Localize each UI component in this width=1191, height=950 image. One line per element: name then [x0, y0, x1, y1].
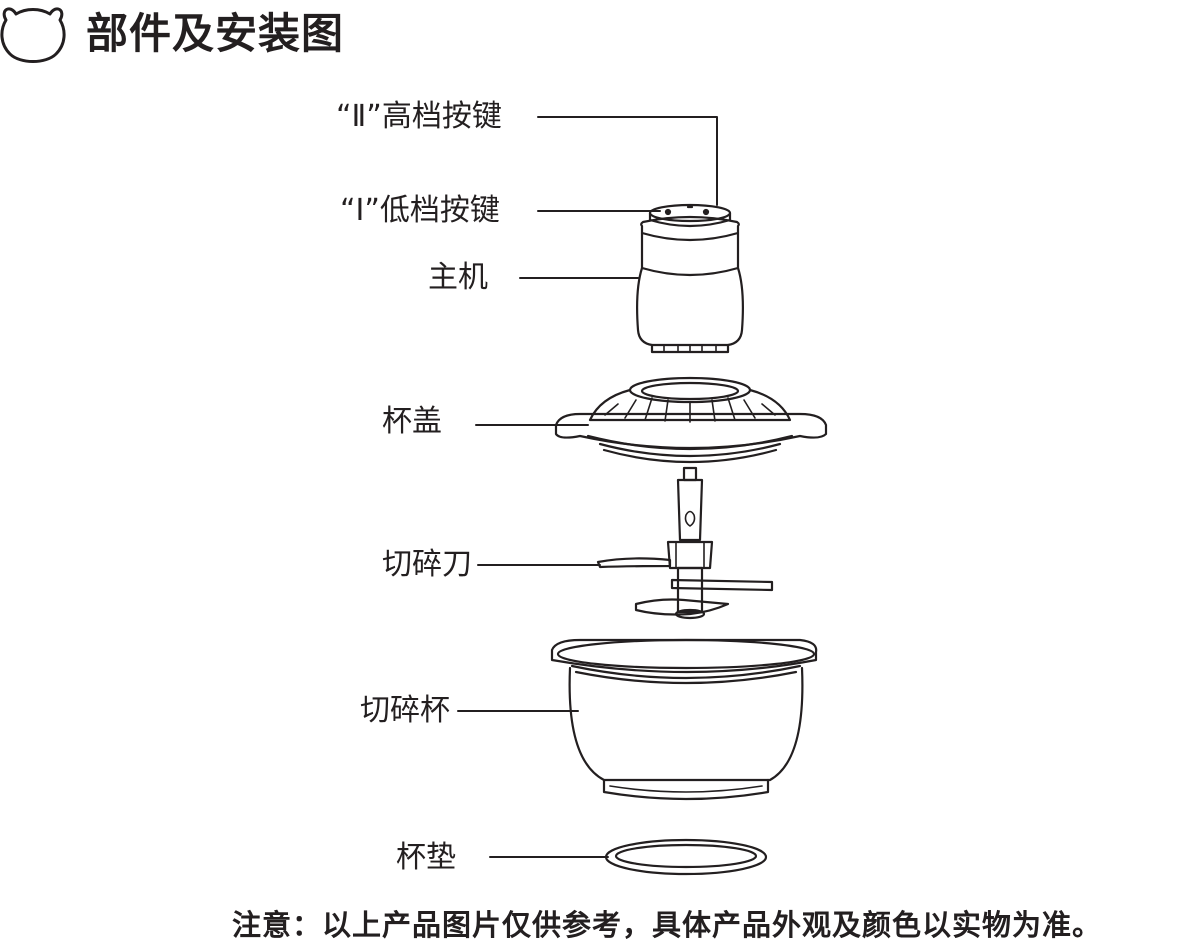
label-chopping-blade: 切碎刀: [382, 547, 472, 582]
label-low-speed-button: “Ⅰ”低档按键: [340, 193, 500, 228]
blade-shaft: [676, 478, 704, 542]
cup-pad-inner: [614, 843, 758, 869]
blade-hub: [666, 540, 714, 570]
cup-body: [568, 666, 804, 782]
page-title: 部件及安装图: [86, 9, 345, 58]
disclaimer-note: 注意：以上产品图片仅供参考，具体产品外观及颜色以实物为准。: [232, 908, 1103, 942]
label-cup-lid: 杯盖: [382, 404, 442, 439]
cup-pad-outer: [604, 838, 768, 876]
bear-head-icon: [0, 7, 66, 63]
label-high-speed-button: “Ⅱ”高档按键: [336, 99, 502, 134]
low-speed-button-mark: [664, 208, 672, 216]
leader-lines: [457, 116, 718, 858]
lower-blade: [634, 598, 730, 616]
chopping-blade-drawing: [596, 466, 774, 620]
middle-blade: [670, 578, 774, 592]
cup-lid-drawing: [554, 376, 828, 464]
motor-body: [636, 215, 744, 347]
lid-rim: [554, 412, 828, 450]
leader-high-speed: [537, 116, 718, 206]
lid-ribs: [604, 397, 776, 423]
high-speed-button-mark: [702, 208, 710, 216]
main-unit-drawing: [636, 203, 744, 354]
motor-base-teeth: [663, 344, 717, 353]
label-main-unit: 主机: [428, 260, 488, 295]
label-cup-pad: 杯垫: [396, 840, 456, 875]
label-chopping-cup: 切碎杯: [360, 693, 450, 728]
chopping-cup-drawing: [550, 638, 818, 801]
cup-pad-drawing: [604, 838, 768, 876]
upper-blade: [596, 557, 672, 569]
cup-base: [602, 778, 770, 801]
cup-rim: [550, 638, 818, 674]
motor-band: [640, 266, 740, 277]
blade-shaft-top: [682, 466, 698, 482]
